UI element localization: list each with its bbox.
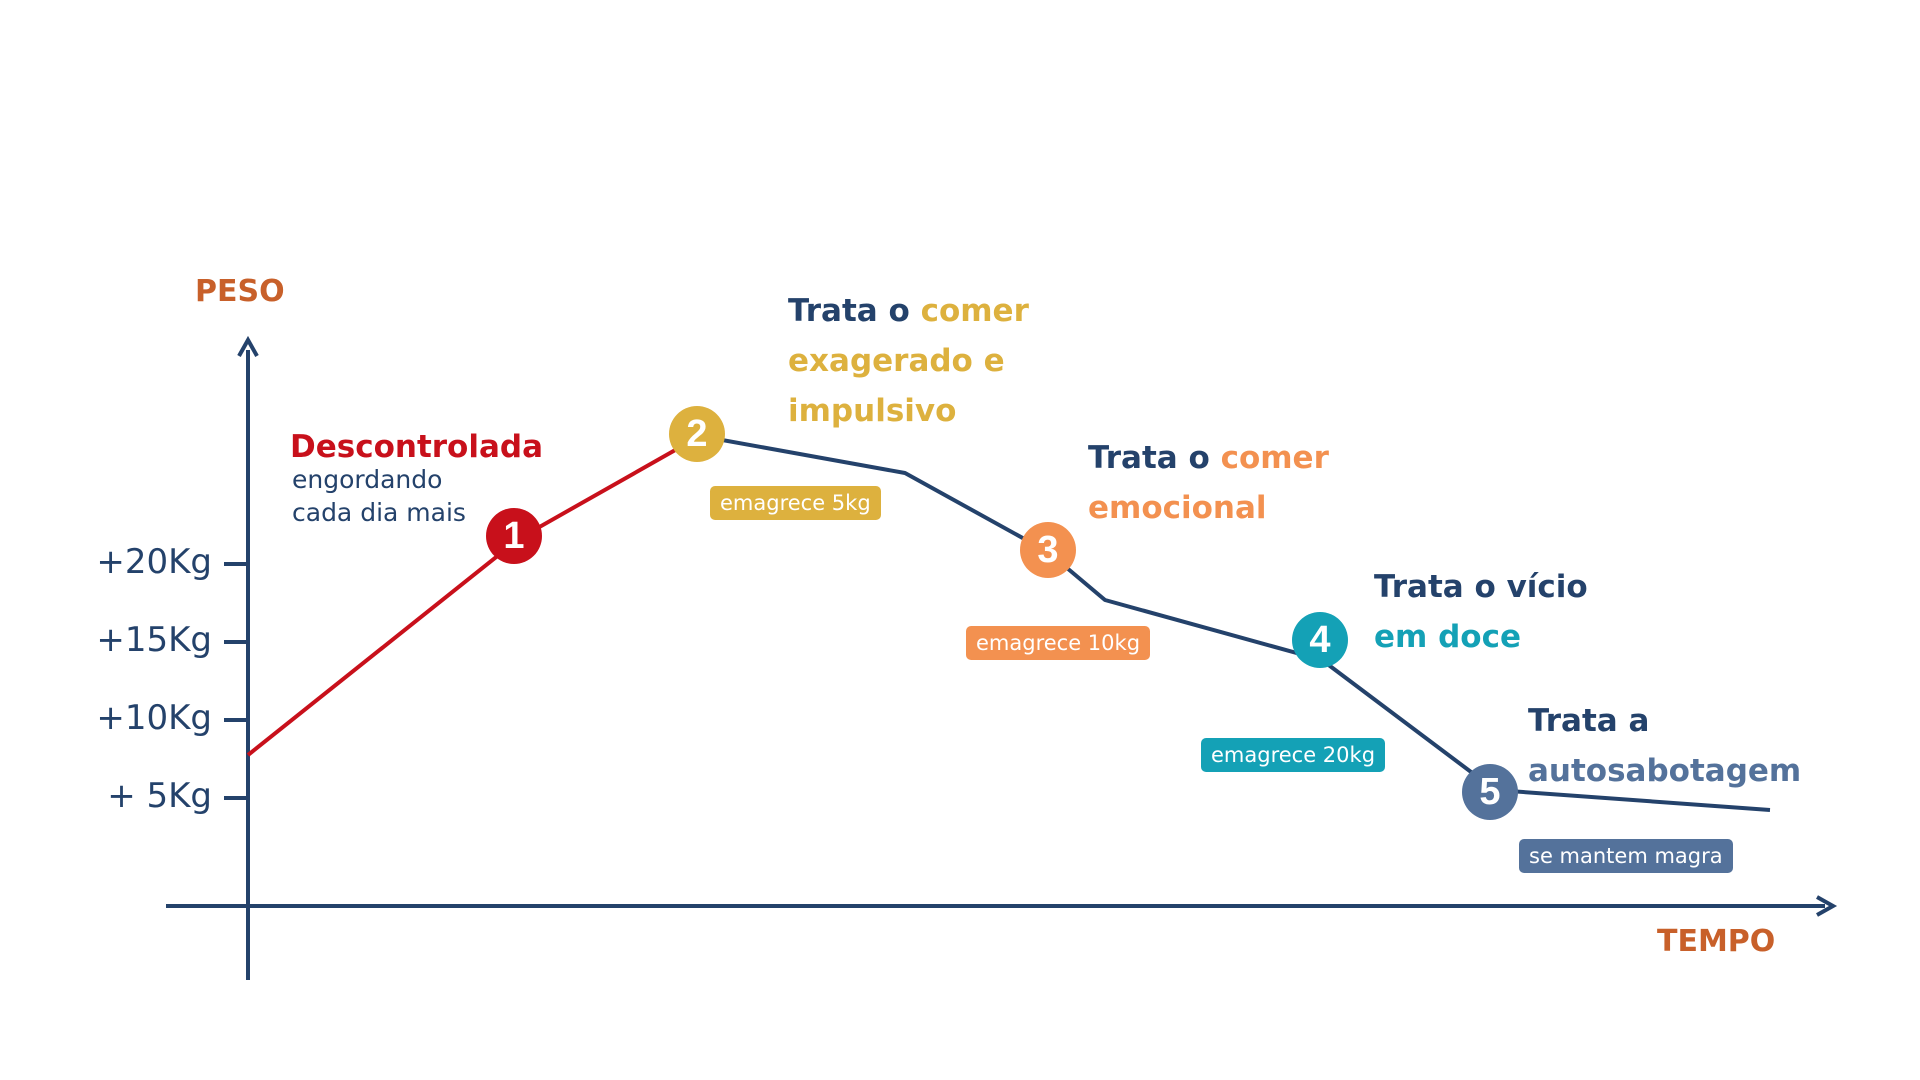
- x-axis-title: TEMPO: [1657, 924, 1776, 959]
- stage-3-title: Trata o comer emocional: [1088, 433, 1329, 533]
- stage-5-title: Trata a autosabotagem: [1528, 696, 1801, 796]
- y-tick-label: +15Kg: [96, 620, 212, 660]
- stage-4-title-prefix: Trata o vício: [1374, 569, 1588, 605]
- stage-4-title-line-1: em doce: [1374, 619, 1522, 655]
- stage-4-title: Trata o vício em doce: [1374, 562, 1588, 662]
- stage-1-title: Descontrolada: [290, 429, 544, 465]
- stage-4-marker: 4: [1292, 612, 1348, 668]
- stage-3-title-line-1: comer: [1220, 440, 1329, 476]
- stage-2-title-prefix: Trata o: [788, 293, 921, 329]
- stage-2-title-line-3: impulsivo: [788, 393, 957, 429]
- stage-3-title-prefix: Trata o: [1088, 440, 1221, 476]
- stage-3-title-line-2: emocional: [1088, 490, 1267, 526]
- stage-3-badge: emagrece 10kg: [966, 626, 1151, 660]
- stage-2-marker: 2: [669, 406, 725, 462]
- stage-1-subtitle-line-1: engordando: [292, 465, 443, 494]
- stage-2-title-line-1: comer: [920, 293, 1029, 329]
- stage-1-subtitle-line-2: cada dia mais: [292, 498, 466, 527]
- stage-5-marker: 5: [1462, 764, 1518, 820]
- y-tick-label: + 5Kg: [107, 776, 212, 816]
- stage-1-marker: 1: [486, 508, 542, 564]
- stage-5-title-prefix: Trata a: [1528, 703, 1650, 739]
- y-axis-title: PESO: [195, 274, 285, 309]
- stage-2-badge: emagrece 5kg: [710, 486, 881, 520]
- stage-4-badge: emagrece 20kg: [1201, 738, 1386, 772]
- y-tick-label: +10Kg: [96, 698, 212, 738]
- x-axis-arrow: [1816, 895, 1838, 917]
- stage-2-title: Trata o comer exagerado e impulsivo: [788, 286, 1029, 436]
- stage-2-title-line-2: exagerado e: [788, 343, 1005, 379]
- stage-5-badge: se mantem magra: [1519, 839, 1733, 873]
- stage-3-marker: 3: [1020, 522, 1076, 578]
- y-axis-arrow: [237, 335, 259, 357]
- y-tick-label: +20Kg: [96, 542, 212, 582]
- stage-5-title-line-1: autosabotagem: [1528, 753, 1802, 789]
